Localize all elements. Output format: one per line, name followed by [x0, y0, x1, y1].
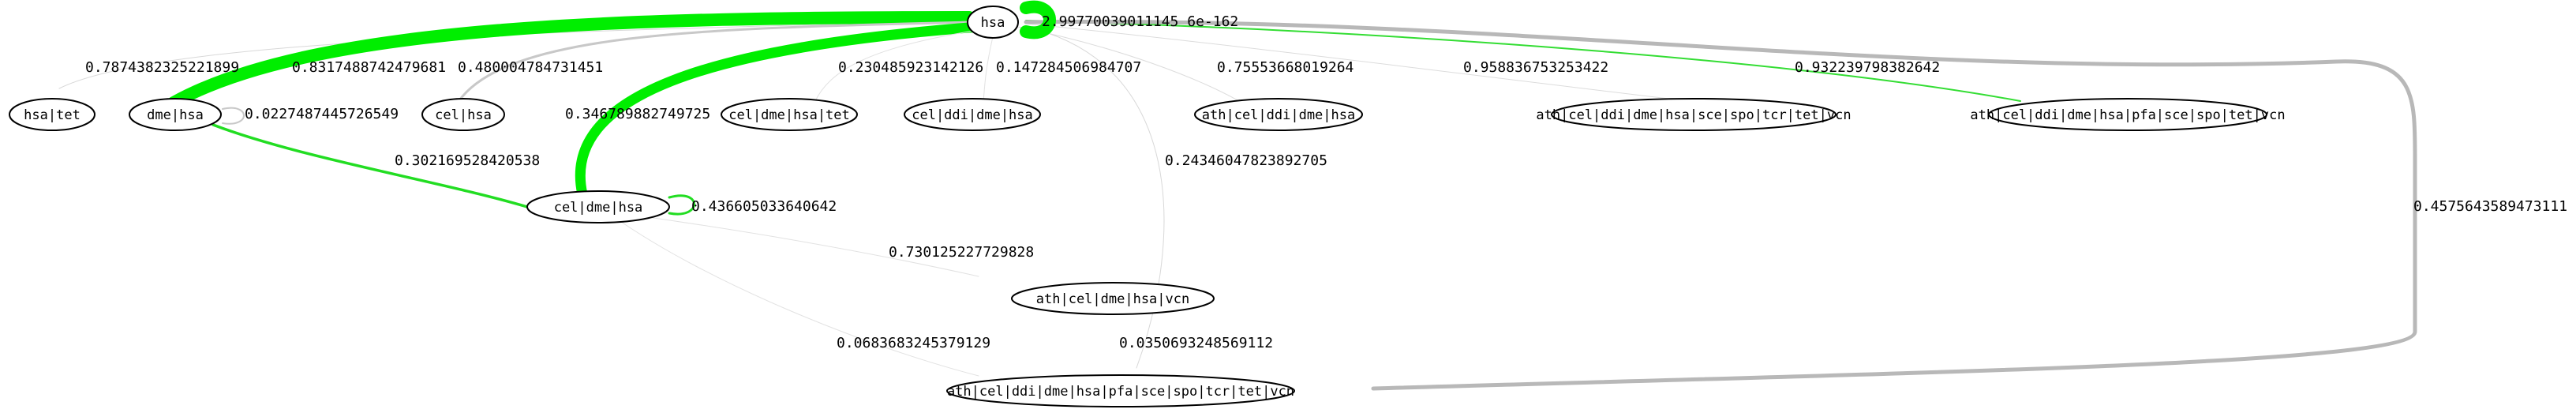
edge-label-cel-dme-hsa-self: 0.436605033640642 [691, 198, 837, 215]
edge-hsa-cel-dme-hsa-tet [814, 29, 979, 103]
edge-label-hsa-ath-cel-dme-hsa-vcn: 0.24346047823892705 [1165, 152, 1327, 169]
edge-label-hsa-dme-hsa: 0.8317488742479681 [292, 59, 446, 76]
edge-hsa-ath-long3 [1024, 19, 2417, 391]
node-label-dme-hsa: dme|hsa [147, 107, 204, 123]
edge-label-dme-hsa-cel-dme-hsa: 0.302169528420538 [395, 152, 540, 169]
node-cel-ddi-dme-hsa[interactable]: cel|ddi|dme|hsa [904, 98, 1041, 131]
edge-label-hsa-cel-dme-hsa-tet: 0.230485923142126 [838, 59, 983, 76]
edge-label-hsa-self: 2.99770039011145 6e-162 [1042, 13, 1238, 30]
node-label-cel-dme-hsa-tet: cel|dme|hsa|tet [728, 107, 850, 123]
node-label-ath-cel-dme-hsa-vcn: ath|cel|dme|hsa|vcn [1036, 291, 1189, 307]
node-ath-long1[interactable]: ath|cel|ddi|dme|hsa|sce|spo|tcr|tet|vcn [1536, 98, 1852, 131]
edge-label-ath-long3-extra: 0.0350693248569112 [1119, 335, 1273, 351]
edge-label-hsa-ath-cel-ddi-dme-hsa: 0.75553668019264 [1217, 59, 1354, 76]
edge-dme-hsa-cel-dme-hsa [212, 123, 529, 208]
edge-dme-hsa-self [222, 107, 245, 125]
node-label-cel-hsa: cel|hsa [435, 107, 492, 123]
node-ath-cel-dme-hsa-vcn[interactable]: ath|cel|dme|hsa|vcn [1011, 282, 1215, 315]
node-hsa[interactable]: hsa [967, 6, 1019, 39]
node-label-cel-dme-hsa: cel|dme|hsa [554, 200, 643, 216]
edge-label-hsa-ath-long1: 0.958836753253422 [1463, 59, 1608, 76]
edge-hsa-ath-long2 [1025, 20, 2021, 102]
edge-label-hsa-cel-dme-hsa: 0.346789882749725 [565, 106, 710, 122]
edge-label-hsa-hsa-tet: 0.7874382325221899 [85, 59, 239, 76]
edge-hsa-ath-long1 [1025, 23, 1690, 102]
node-cel-dme-hsa[interactable]: cel|dme|hsa [526, 190, 670, 223]
node-label-ath-long2: ath|cel|ddi|dme|hsa|pfa|sce|spo|tet|vcn [1970, 107, 2285, 123]
edge-label-dme-hsa-self: 0.0227487445726549 [245, 106, 399, 122]
edge-hsa-dme-hsa [167, 11, 975, 109]
node-hsa-tet[interactable]: hsa|tet [9, 98, 95, 131]
edge-hsa-ath-cel-dme-hsa-vcn [1025, 26, 1165, 369]
edge-hsa-cel-hsa [456, 21, 972, 104]
edge-cel-dme-hsa-ath-cel-dme-hsa-vcn [631, 214, 979, 277]
edge-hsa-self [1020, 0, 1056, 39]
edge-label-hsa-ath-long2: 0.932239798382642 [1795, 59, 1940, 76]
edge-label-hsa-ath-long3: 0.4575643589473111 [2413, 198, 2567, 215]
node-label-hsa: hsa [981, 15, 1005, 31]
node-label-ath-long1: ath|cel|ddi|dme|hsa|sce|spo|tcr|tet|vcn [1536, 107, 1851, 123]
node-label-hsa-tet: hsa|tet [24, 107, 80, 123]
node-dme-hsa[interactable]: dme|hsa [129, 98, 222, 131]
edge-cel-dme-hsa-ath-long3 [615, 217, 979, 377]
node-label-ath-cel-ddi-dme-hsa: ath|cel|ddi|dme|hsa [1202, 107, 1355, 123]
edge-label-cel-dme-hsa-ath-long3: 0.0683683245379129 [837, 335, 990, 351]
node-cel-hsa[interactable]: cel|hsa [421, 98, 505, 131]
edge-label-hsa-cel-hsa: 0.480004784731451 [458, 59, 603, 76]
edge-hsa-ath-cel-ddi-dme-hsa [1017, 26, 1240, 102]
edge-label-cel-dme-hsa-ath-cel-dme-hsa-vcn: 0.730125227729828 [889, 244, 1034, 261]
node-ath-long2[interactable]: ath|cel|ddi|dme|hsa|pfa|sce|spo|tet|vcn [1970, 98, 2286, 131]
node-label-ath-long3: ath|cel|ddi|dme|hsa|pfa|sce|spo|tcr|tet|… [947, 384, 1294, 400]
edge-cel-dme-hsa-self [668, 194, 695, 216]
edge-hsa-cel-ddi-dme-hsa [983, 29, 995, 103]
node-ath-cel-ddi-dme-hsa[interactable]: ath|cel|ddi|dme|hsa [1194, 98, 1363, 131]
node-label-cel-ddi-dme-hsa: cel|ddi|dme|hsa [912, 107, 1033, 123]
edge-hsa-cel-dme-hsa [575, 21, 984, 200]
node-ath-long3[interactable]: ath|cel|ddi|dme|hsa|pfa|sce|spo|tcr|tet|… [946, 374, 1295, 407]
node-cel-dme-hsa-tet[interactable]: cel|dme|hsa|tet [721, 98, 858, 131]
edge-label-hsa-cel-ddi-dme-hsa: 0.147284506984707 [996, 59, 1141, 76]
